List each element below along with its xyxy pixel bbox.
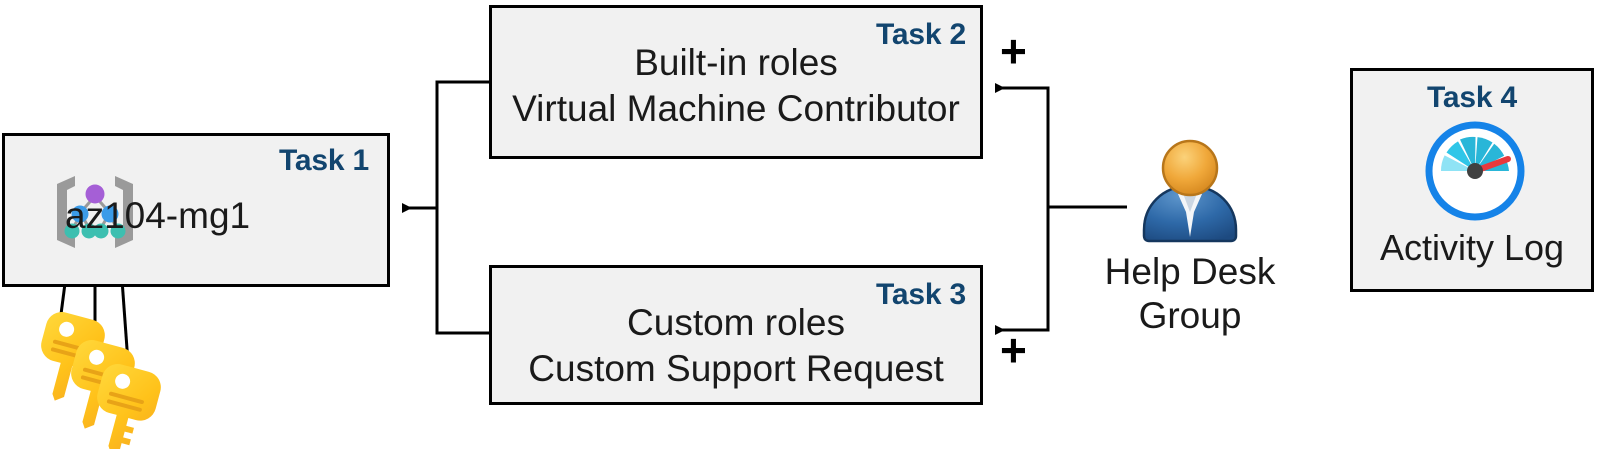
task-3-label: Task 3 [876, 278, 966, 311]
activity-log-gauge-icon [1425, 121, 1525, 221]
task-4-text: Activity Log [1379, 227, 1565, 268]
help-desk-group-icon [1130, 138, 1250, 248]
task-1-text: az104-mg1 [65, 195, 251, 236]
plus-icon-top: + [1000, 25, 1027, 77]
task-2-label: Task 2 [876, 18, 966, 51]
keys-icon [32, 312, 177, 449]
task-3-box[interactable]: Task 3 Custom roles Custom Support Reque… [489, 265, 983, 405]
management-group-icon [47, 170, 143, 254]
task-2-box[interactable]: Task 2 Built-in roles Virtual Machine Co… [489, 5, 983, 159]
task-4-box[interactable]: Task 4 Activity Log [1350, 68, 1594, 292]
task-1-label: Task 1 [279, 144, 369, 177]
task-2-text: Built-in roles Virtual Machine Contribut… [512, 42, 960, 129]
task-4-label: Task 4 [1427, 81, 1517, 114]
task-3-text: Custom roles Custom Support Request [528, 302, 944, 389]
plus-icon-bottom: + [1000, 324, 1027, 376]
task-1-box[interactable]: Task 1 [2, 133, 390, 287]
help-desk-group-caption: Help Desk Group [1104, 251, 1276, 337]
